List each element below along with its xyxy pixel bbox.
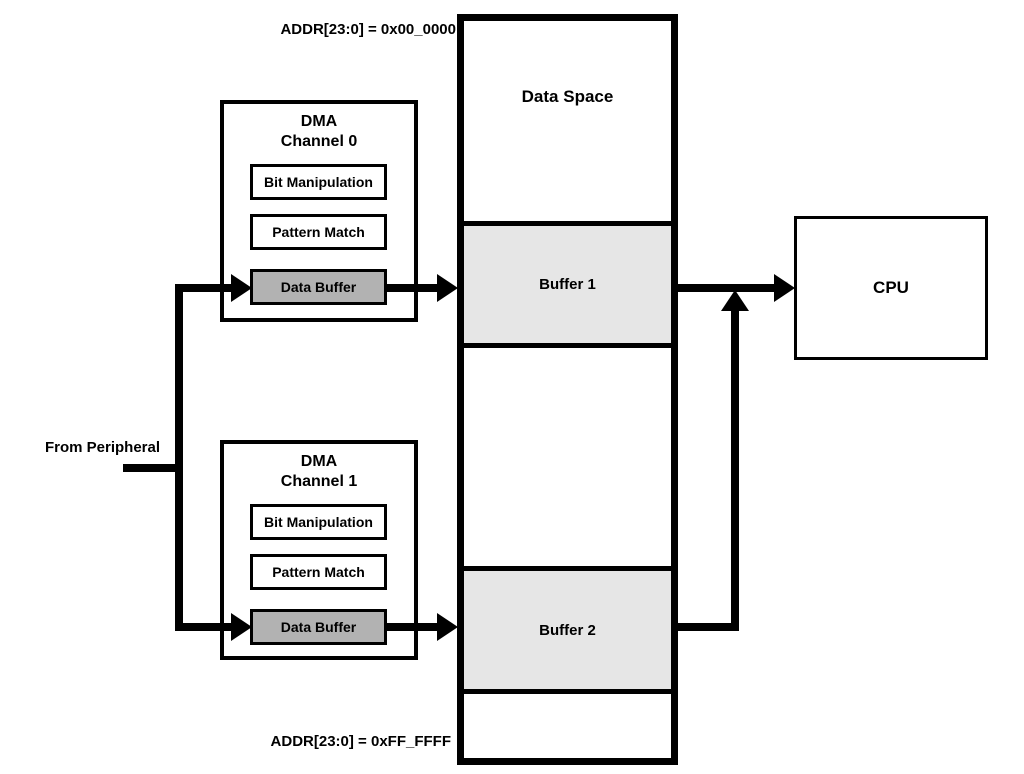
- buffer2-out-line: [678, 623, 739, 631]
- cpu-box: CPU: [794, 216, 988, 360]
- buffer2-up-line: [731, 309, 739, 631]
- arrowhead-into-channel0-icon: [231, 274, 252, 302]
- dma-channel-0-title-line2: Channel 0: [280, 133, 358, 150]
- pattern-match-1-box: Pattern Match: [250, 554, 387, 590]
- dma-channel-1-box: DMA Channel 1 Bit Manipulation Pattern M…: [220, 440, 418, 660]
- cpu-label: CPU: [873, 278, 909, 297]
- data-buffer-0-box: Data Buffer: [250, 269, 387, 305]
- from-peripheral-label: From Peripheral: [45, 439, 161, 456]
- arrowhead-channel0-to-buffer1-icon: [437, 274, 458, 302]
- arrowhead-channel1-to-buffer2-icon: [437, 613, 458, 641]
- data-space-title: Data Space: [521, 87, 614, 106]
- from-peripheral-line: [123, 464, 183, 472]
- bit-manipulation-0-box: Bit Manipulation: [250, 164, 387, 200]
- dma-channel-1-title-line2: Channel 1: [280, 473, 358, 490]
- bit-manipulation-1-box: Bit Manipulation: [250, 504, 387, 540]
- buffer2-region: Buffer 2: [464, 566, 671, 694]
- dma-channel-1-title-line1: DMA: [300, 453, 338, 470]
- dma-channel-1-title: DMA Channel 1: [224, 452, 414, 492]
- arrowhead-buffer2-up-icon: [721, 290, 749, 311]
- addr-start-label: ADDR[23:0] = 0x00_0000: [280, 21, 456, 38]
- arrowhead-dataspace-to-cpu-icon: [774, 274, 795, 302]
- peripheral-trunk-line: [175, 284, 183, 631]
- dma-channel-0-box: DMA Channel 0 Bit Manipulation Pattern M…: [220, 100, 418, 322]
- arrow-line-into-channel0: [179, 284, 232, 292]
- arrow-line-into-channel1: [179, 623, 232, 631]
- dma-channel-0-title: DMA Channel 0: [224, 112, 414, 152]
- pattern-match-0-box: Pattern Match: [250, 214, 387, 250]
- arrow-line-channel0-to-buffer1: [387, 284, 439, 292]
- arrowhead-into-channel1-icon: [231, 613, 252, 641]
- buffer1-region: Buffer 1: [464, 221, 671, 348]
- dma-channel-0-title-line1: DMA: [300, 113, 338, 130]
- data-buffer-1-box: Data Buffer: [250, 609, 387, 645]
- arrow-line-channel1-to-buffer2: [387, 623, 439, 631]
- buffer1-label: Buffer 1: [539, 276, 596, 293]
- addr-end-label: ADDR[23:0] = 0xFF_FFFF: [270, 733, 451, 750]
- arrow-line-dataspace-to-cpu: [678, 284, 776, 292]
- buffer2-label: Buffer 2: [539, 621, 596, 639]
